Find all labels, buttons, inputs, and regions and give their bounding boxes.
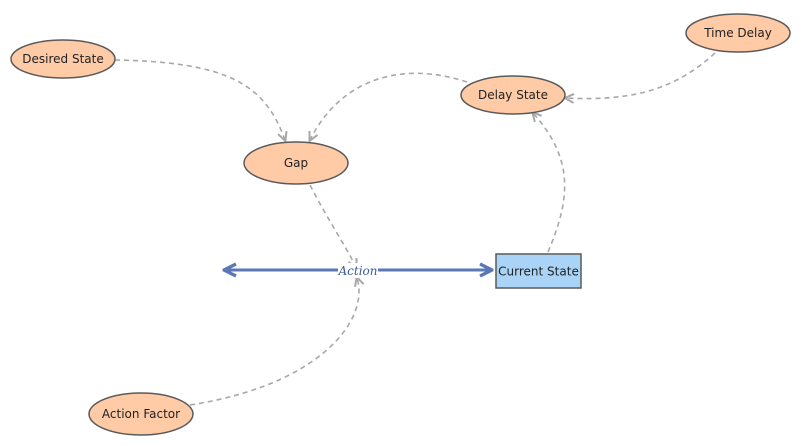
stock-current-state[interactable] [495,253,582,289]
link-delay-state-to-gap [310,72,468,140]
stock-current-state-label: Current State [498,265,579,279]
aux-delay-state-label: Delay State [478,88,548,102]
link-current-state-to-delay-state [533,113,566,253]
aux-gap-label: Gap [284,156,308,170]
link-action-factor-to-action [189,278,359,406]
link-time-delay-to-delay-state [566,52,716,99]
aux-gap[interactable] [243,141,349,185]
flow-label-background [338,263,378,278]
aux-desired-state-label: Desired State [22,52,103,66]
link-gap-to-action [309,184,356,267]
aux-time-delay[interactable] [685,13,791,53]
aux-delay-state[interactable] [460,75,566,115]
aux-action-factor[interactable] [88,392,194,436]
flow-label-action[interactable]: Action [338,264,378,278]
aux-time-delay-label: Time Delay [703,26,772,40]
aux-desired-state[interactable] [10,39,116,79]
aux-action-factor-label: Action Factor [102,407,180,421]
link-desired-state-to-gap [114,59,285,140]
